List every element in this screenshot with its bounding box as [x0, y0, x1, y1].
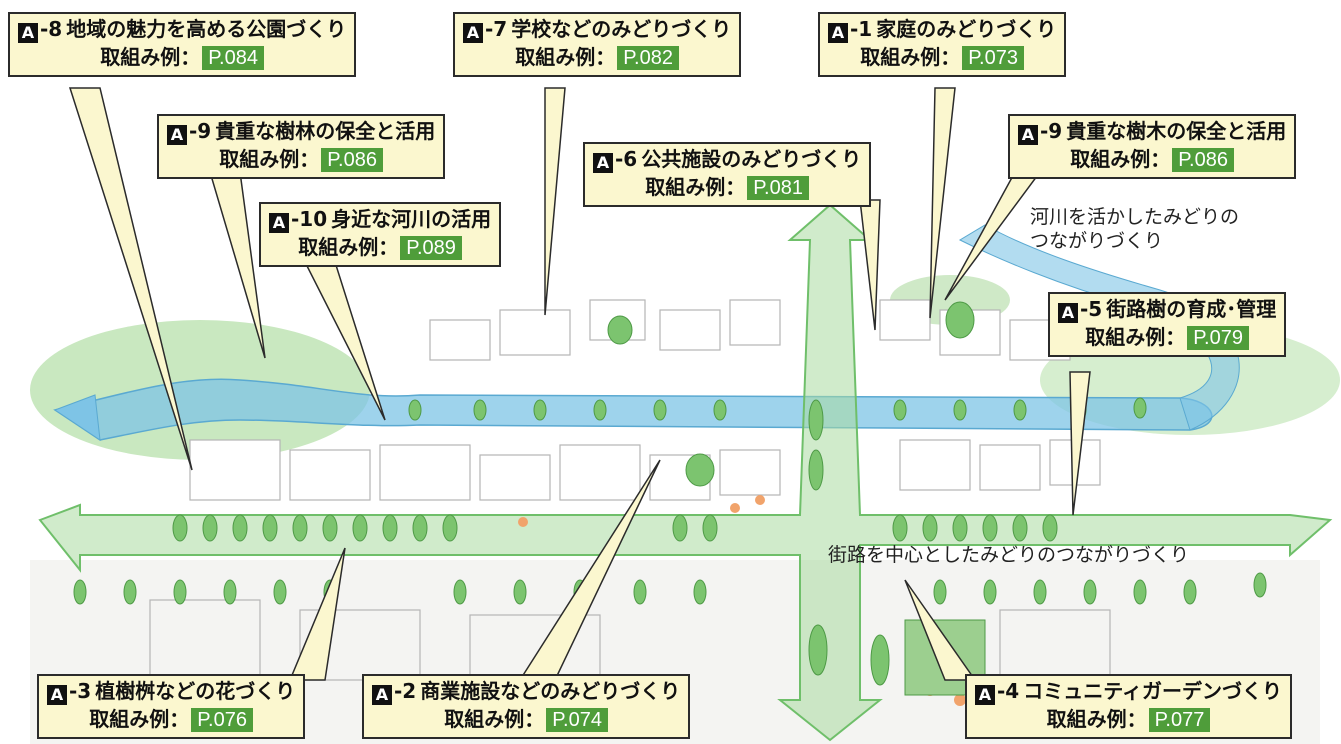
a-badge-icon: A [372, 685, 392, 705]
callout-title: 植樹桝などの花づくり [95, 679, 296, 703]
page-link[interactable]: P.082 [617, 46, 679, 70]
a-badge-icon: A [828, 23, 848, 43]
callout-title: 家庭のみどりづくり [876, 17, 1057, 41]
a-badge-icon: A [463, 23, 483, 43]
page-link[interactable]: P.076 [191, 708, 253, 732]
page-link[interactable]: P.081 [747, 176, 809, 200]
callout-title: コミュニティガーデンづくり [1023, 679, 1283, 703]
callout-title: 地域の魅力を高める公園づくり [66, 17, 347, 41]
callout-title: 身近な河川の活用 [331, 207, 492, 231]
a-badge-icon: A [975, 685, 995, 705]
river-note: 河川を活かしたみどりの つながりづくり [1030, 206, 1240, 252]
river-arrow-left [53, 394, 101, 442]
callout-title: 商業施設などのみどりづくり [420, 679, 681, 703]
a-badge-icon: A [1018, 125, 1038, 145]
a-badge-icon: A [47, 685, 67, 705]
callout-title: 貴重な樹林の保全と活用 [215, 119, 436, 143]
callout-title: 街路樹の育成･管理 [1106, 297, 1277, 321]
page-link[interactable]: P.073 [962, 46, 1024, 70]
callout-title: 公共施設のみどりづくり [641, 147, 862, 171]
a-badge-icon: A [269, 213, 289, 233]
a-badge-icon: A [593, 153, 613, 173]
callout-leaders [68, 87, 1091, 681]
green-corridors [38, 203, 1333, 742]
callout-title: 学校などのみどりづくり [511, 17, 732, 41]
page-link[interactable]: P.074 [546, 708, 608, 732]
page-link[interactable]: P.089 [400, 236, 462, 260]
a-badge-icon: A [167, 125, 187, 145]
page-link[interactable]: P.086 [1172, 148, 1234, 172]
street-trees [73, 301, 1267, 686]
page-link[interactable]: P.086 [321, 148, 383, 172]
a-badge-icon: A [18, 23, 38, 43]
a-badge-icon: A [1058, 303, 1078, 323]
page-link[interactable]: P.084 [202, 46, 264, 70]
page-link[interactable]: P.077 [1148, 708, 1211, 732]
page-link[interactable]: P.079 [1187, 326, 1249, 350]
street-note: 街路を中心としたみどりのつながりづくり [828, 544, 1190, 566]
callout-title: 貴重な樹木の保全と活用 [1066, 119, 1287, 143]
